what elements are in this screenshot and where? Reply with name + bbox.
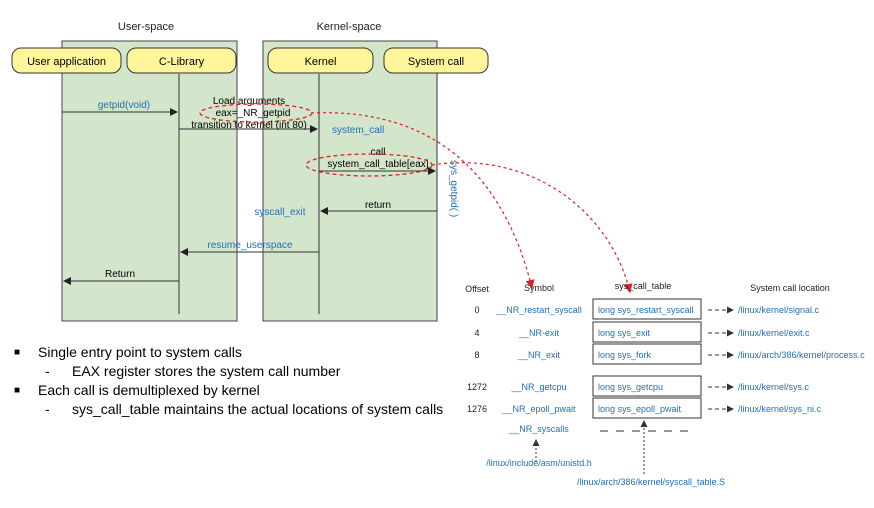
table-symbol: __NR_getcpu bbox=[510, 382, 566, 392]
return-label: return bbox=[365, 200, 391, 211]
table-location: /linux/arch/386/kernel/process.c bbox=[738, 350, 865, 360]
table-symbol: __NR-exit bbox=[518, 328, 560, 338]
syscall-table-path-label: /linux/arch/386/kernel/syscall_table.S bbox=[577, 477, 725, 487]
bullet-list: ■ Single entry point to system calls - E… bbox=[14, 343, 454, 419]
offset-header: Offset bbox=[465, 284, 489, 294]
symbol-header: Symbol bbox=[524, 283, 554, 293]
table-symbol: __NR_epoll_pwait bbox=[501, 404, 576, 414]
sys-call-table-header: sys_call_table bbox=[615, 281, 672, 291]
resume-userspace-label: resume_userspace bbox=[207, 240, 292, 251]
bullet-item: ■ Each call is demultiplexed by kernel bbox=[14, 381, 454, 400]
table-offset: 1276 bbox=[467, 404, 487, 414]
sub-bullet-item: - sys_call_table maintains the actual lo… bbox=[14, 400, 454, 419]
sub-bullet-marker: - bbox=[45, 401, 50, 417]
table-offset: 4 bbox=[474, 328, 479, 338]
table-entry-cell bbox=[592, 375, 702, 397]
table-entry-cell bbox=[592, 298, 702, 320]
system-call-label: System call bbox=[408, 56, 464, 68]
kernel-label: Kernel bbox=[305, 56, 337, 68]
table-location: /linux/kernel/signal.c bbox=[738, 305, 820, 315]
bullet-text: Each call is demultiplexed by kernel bbox=[38, 382, 260, 398]
system-call-entry-label: system_call bbox=[332, 125, 384, 136]
transition-label: transition to kernel (int 80) bbox=[191, 120, 307, 131]
bullet-text: Single entry point to system calls bbox=[38, 344, 242, 360]
user-application-label: User application bbox=[27, 56, 106, 68]
load-arguments-label: Load arguments bbox=[213, 96, 285, 107]
table-symbol: __NR_restart_syscall bbox=[495, 305, 582, 315]
location-header: System call location bbox=[750, 283, 830, 293]
sub-bullet-text: sys_call_table maintains the actual loca… bbox=[72, 401, 444, 417]
table-location: /linux/kernel/sys.c bbox=[738, 382, 810, 392]
table-entry-cell bbox=[592, 321, 702, 343]
system-call-box bbox=[383, 47, 489, 74]
bullet-item: ■ Single entry point to system calls bbox=[14, 343, 454, 362]
table-entry: long sys_getcpu bbox=[598, 382, 663, 392]
bullet-marker: ■ bbox=[14, 347, 21, 358]
call-label: call bbox=[370, 147, 385, 158]
getpid-label: getpid(void) bbox=[98, 100, 150, 111]
sub-bullet-text: EAX register stores the system call numb… bbox=[72, 363, 341, 379]
table-entry: long sys_fork bbox=[598, 350, 652, 360]
user-space-header: User-space bbox=[118, 21, 174, 33]
table-lookup-to-entry-arrow bbox=[431, 162, 633, 293]
eax-assign-label: eax=_NR_getpid bbox=[216, 108, 291, 119]
syscall-exit-label: syscall_exit bbox=[254, 207, 305, 218]
c-library-label: C-Library bbox=[159, 56, 205, 68]
table-entry: long sys_restart_syscall bbox=[598, 305, 694, 315]
nr-syscalls-label: __NR_syscalls bbox=[508, 424, 569, 434]
kernel-box bbox=[267, 47, 374, 74]
user-application-box bbox=[11, 47, 122, 74]
syscall-table-eax-label: system_call_table[eax] bbox=[327, 159, 428, 170]
unistd-path-label: /linux/include/asm/unistd.h bbox=[486, 458, 592, 468]
table-entry-cell bbox=[592, 343, 702, 365]
table-symbol: __NR_exit bbox=[517, 350, 561, 360]
c-library-box bbox=[126, 47, 237, 74]
table-entry: long sys_exit bbox=[598, 328, 651, 338]
table-location: /linux/kernel/exit.c bbox=[738, 328, 810, 338]
user-space-panel bbox=[61, 40, 238, 322]
table-offset: 1272 bbox=[467, 382, 487, 392]
sub-bullet-item: - EAX register stores the system call nu… bbox=[14, 362, 454, 381]
table-offset: 0 bbox=[474, 305, 479, 315]
kernel-space-header: Kernel-space bbox=[317, 21, 382, 33]
sys-getpid-label: sys_getpid( ) bbox=[448, 160, 459, 217]
kernel-space-panel bbox=[262, 40, 438, 322]
bullet-marker: ■ bbox=[14, 385, 21, 396]
table-offset: 8 bbox=[474, 350, 479, 360]
table-entry: long sys_epoll_pwait bbox=[598, 404, 682, 414]
table-location: /linux/kernel/sys_ni.c bbox=[738, 404, 822, 414]
table-entry-cell bbox=[592, 397, 702, 419]
return-user-label: Return bbox=[105, 269, 135, 280]
sub-bullet-marker: - bbox=[45, 363, 50, 379]
syscall-table: 0 __NR_restart_syscall long sys_restart_sy… bbox=[467, 298, 865, 419]
